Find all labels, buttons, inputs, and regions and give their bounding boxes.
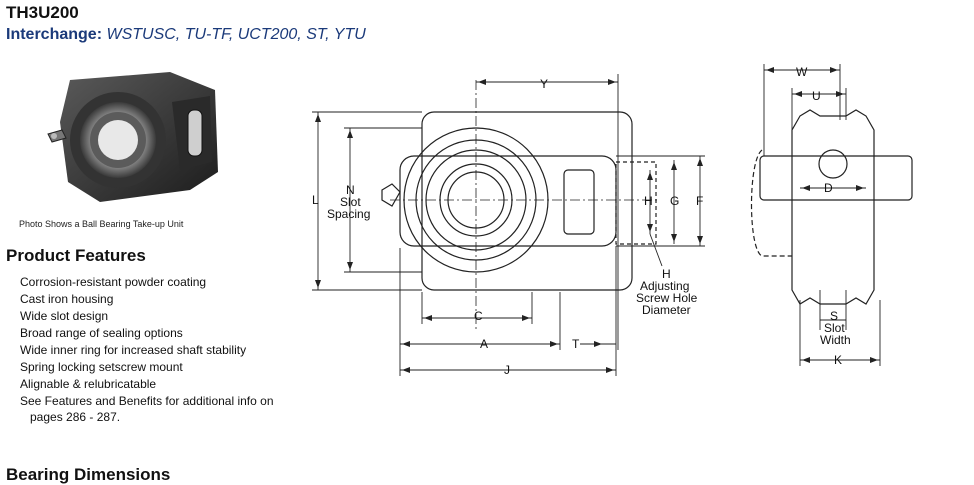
dim-label-a: A <box>480 337 488 351</box>
dim-label-f: F <box>696 194 703 208</box>
dim-label-y: Y <box>540 77 548 91</box>
photo-caption: Photo Shows a Ball Bearing Take-up Unit <box>19 219 184 229</box>
feature-item: Wide inner ring for increased shaft stab… <box>20 343 247 357</box>
feature-item: Cast iron housing <box>20 292 114 306</box>
dim-label-w: W <box>796 65 808 79</box>
dim-label-t: T <box>572 337 580 351</box>
dim-label-n: N <box>346 183 355 197</box>
dim-label-j: J <box>504 363 510 377</box>
dim-label-diameter: Diameter <box>642 303 691 317</box>
feature-item: See Features and Benefits for additional… <box>20 393 274 424</box>
feature-item-text: See Features and Benefits for additional… <box>20 394 274 408</box>
dim-label-spacing: Spacing <box>327 207 370 221</box>
interchange-label: Interchange: <box>6 26 103 43</box>
dim-label-screw-hole: Screw Hole <box>636 291 698 305</box>
product-features-heading: Product Features <box>6 246 146 265</box>
interchange-values: WSTUSC, TU-TF, UCT200, ST, YTU <box>106 26 366 43</box>
product-model-title: TH3U200 <box>6 3 79 22</box>
dim-label-g: G <box>670 194 679 208</box>
dim-label-s: S <box>830 309 838 323</box>
feature-item: Corrosion-resistant powder coating <box>20 275 207 289</box>
dim-label-adj-h: H <box>662 267 671 281</box>
feature-item: Alignable & relubricatable <box>20 377 157 391</box>
dimension-drawing: Y L N Slot Spacing H G F C A T J H Adjus… <box>312 64 913 377</box>
dim-label-l: L <box>312 193 319 207</box>
dim-label-c: C <box>474 309 483 323</box>
bearing-dimensions-heading: Bearing Dimensions <box>6 465 171 484</box>
feature-item: Wide slot design <box>20 309 109 323</box>
dim-label-h: H <box>644 194 653 208</box>
feature-item: Broad range of sealing options <box>20 326 183 340</box>
dim-label-d: D <box>824 181 833 195</box>
dim-label-slot: Slot <box>340 195 361 209</box>
dim-label-adjusting: Adjusting <box>640 279 689 293</box>
dim-label-u: U <box>812 89 821 103</box>
dim-label-slot-width-1: Slot <box>824 321 845 335</box>
product-features-list: Corrosion-resistant powder coating Cast … <box>20 274 274 424</box>
interchange-line: Interchange: WSTUSC, TU-TF, UCT200, ST, … <box>6 26 366 44</box>
dim-label-slot-width-2: Width <box>820 333 851 347</box>
product-photo <box>47 72 218 202</box>
feature-item: Spring locking setscrew mount <box>20 360 183 374</box>
dim-label-k: K <box>834 353 842 367</box>
feature-item-continuation: pages 286 - 287. <box>30 410 121 424</box>
